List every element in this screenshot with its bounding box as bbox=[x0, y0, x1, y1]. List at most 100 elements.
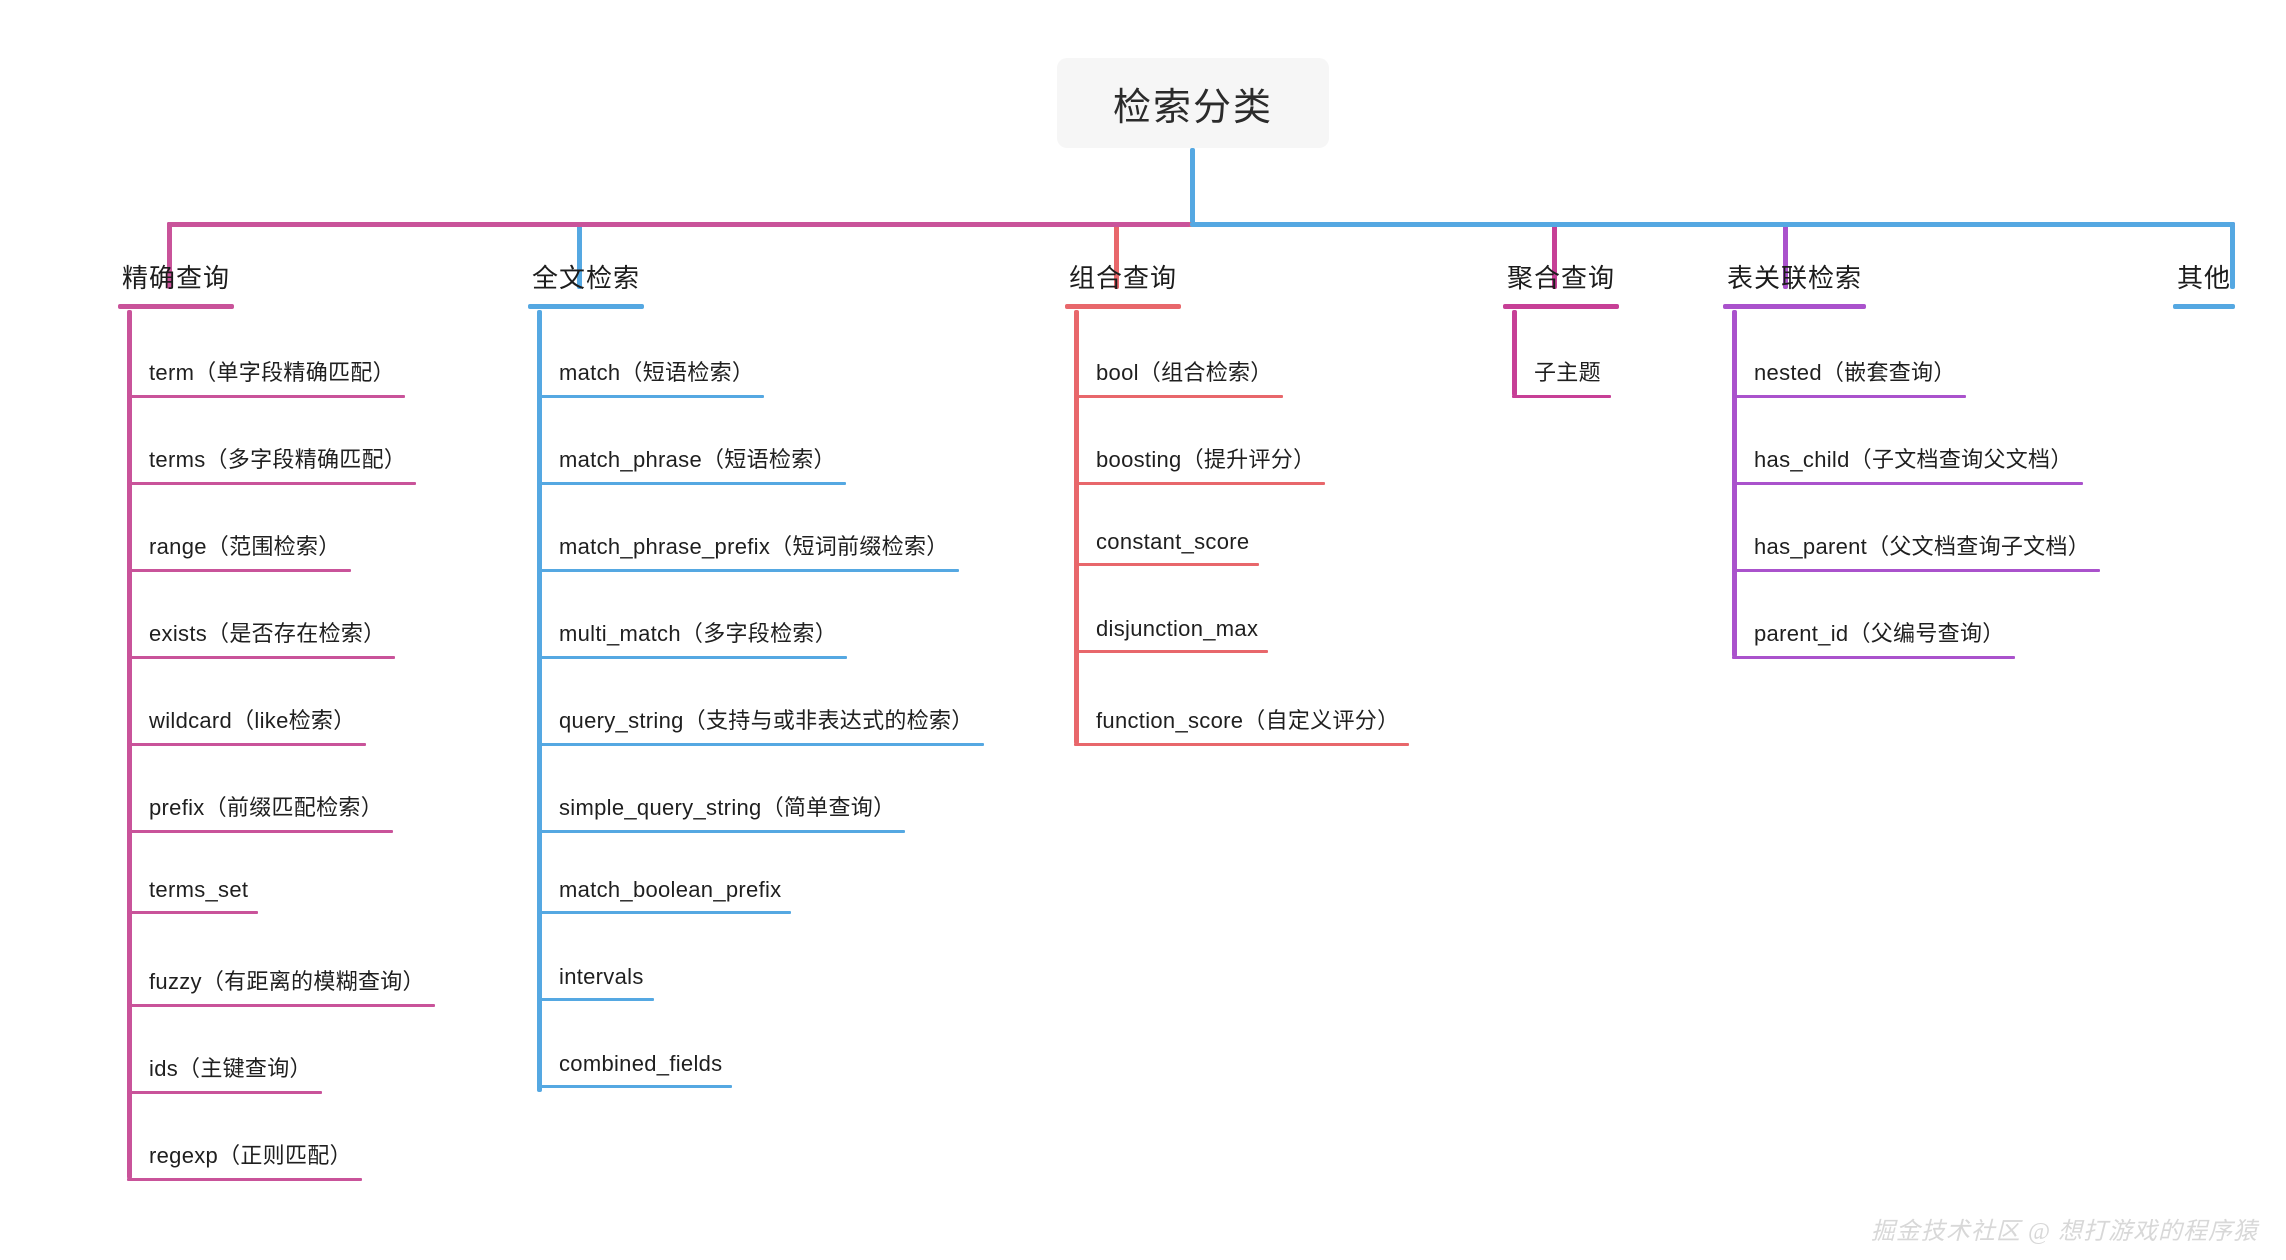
branch-underline bbox=[118, 304, 235, 309]
leaf-node[interactable]: multi_match（多字段检索） bbox=[537, 616, 847, 659]
leaf-underline bbox=[537, 743, 984, 746]
leaf-node[interactable]: terms_set bbox=[127, 877, 259, 914]
leaf-underline bbox=[127, 656, 396, 659]
leaf-underline bbox=[1732, 656, 2015, 659]
leaf-node[interactable]: regexp（正则匹配） bbox=[127, 1138, 362, 1181]
leaf-node[interactable]: boosting（提升评分） bbox=[1074, 442, 1326, 485]
leaf-node[interactable]: parent_id（父编号查询） bbox=[1732, 616, 2015, 659]
branch-header-6[interactable]: 其他 bbox=[2173, 258, 2236, 309]
leaf-underline bbox=[1732, 482, 2083, 485]
branch-header-4[interactable]: 聚合查询 bbox=[1503, 258, 1620, 309]
watermark: 掘金技术社区 @ 想打游戏的程序猿 bbox=[1870, 1219, 2258, 1245]
leaf-label: match（短语检索） bbox=[559, 360, 755, 385]
branch-drop-6 bbox=[2230, 222, 2236, 289]
leaf-node[interactable]: disjunction_max bbox=[1074, 616, 1269, 653]
leaf-underline bbox=[537, 656, 847, 659]
leaf-underline bbox=[537, 395, 765, 398]
leaf-node[interactable]: constant_score bbox=[1074, 529, 1260, 566]
leaf-node[interactable]: exists（是否存在检索） bbox=[127, 616, 396, 659]
leaf-label: regexp（正则匹配） bbox=[149, 1143, 352, 1168]
leaf-underline bbox=[127, 830, 393, 833]
leaf-label: exists（是否存在检索） bbox=[149, 621, 386, 646]
leaf-label: range（范围检索） bbox=[149, 534, 341, 559]
leaf-underline bbox=[1512, 395, 1611, 398]
leaf-underline bbox=[537, 911, 792, 914]
leaf-underline bbox=[1732, 569, 2101, 572]
root-node-label: 检索分类 bbox=[1112, 86, 1273, 129]
leaf-underline bbox=[127, 569, 351, 572]
leaf-node[interactable]: match_phrase_prefix（短词前缀检索） bbox=[537, 529, 959, 572]
leaf-node[interactable]: has_parent（父文档查询子文档） bbox=[1732, 529, 2101, 572]
leaf-label: multi_match（多字段检索） bbox=[559, 621, 837, 646]
leaf-label: terms（多字段精确匹配） bbox=[149, 447, 407, 472]
leaf-label: nested（嵌套查询） bbox=[1754, 360, 1956, 385]
leaf-underline bbox=[127, 743, 366, 746]
branch-label: 精确查询 bbox=[122, 263, 231, 293]
leaf-label: terms_set bbox=[149, 877, 249, 902]
leaf-trunk-4 bbox=[1512, 310, 1517, 396]
leaf-label: simple_query_string（简单查询） bbox=[559, 795, 896, 820]
leaf-label: intervals bbox=[559, 964, 644, 989]
leaf-node[interactable]: combined_fields bbox=[537, 1051, 733, 1088]
leaf-label: ids（主键查询） bbox=[149, 1056, 312, 1081]
leaf-label: function_score（自定义评分） bbox=[1096, 708, 1400, 733]
leaf-node[interactable]: match（短语检索） bbox=[537, 355, 765, 398]
leaf-node[interactable]: prefix（前缀匹配检索） bbox=[127, 790, 393, 833]
leaf-underline bbox=[1732, 395, 1966, 398]
leaf-label: boosting（提升评分） bbox=[1096, 447, 1316, 472]
leaf-label: query_string（支持与或非表达式的检索） bbox=[559, 708, 974, 733]
leaf-trunk-2 bbox=[537, 310, 542, 1092]
leaf-underline bbox=[537, 1085, 733, 1088]
branch-header-3[interactable]: 组合查询 bbox=[1065, 258, 1182, 309]
leaf-label: constant_score bbox=[1096, 529, 1250, 554]
leaf-node[interactable]: match_phrase（短语检索） bbox=[537, 442, 846, 485]
leaf-node[interactable]: query_string（支持与或非表达式的检索） bbox=[537, 703, 984, 746]
leaf-underline bbox=[127, 1178, 362, 1181]
leaf-node[interactable]: intervals bbox=[537, 964, 654, 1001]
leaf-label: fuzzy（有距离的模糊查询） bbox=[149, 969, 425, 994]
leaf-underline bbox=[127, 482, 417, 485]
branch-label: 组合查询 bbox=[1069, 263, 1178, 293]
leaf-node[interactable]: fuzzy（有距离的模糊查询） bbox=[127, 964, 435, 1007]
branch-header-2[interactable]: 全文检索 bbox=[528, 258, 645, 309]
leaf-node[interactable]: range（范围检索） bbox=[127, 529, 351, 572]
branch-underline bbox=[1065, 304, 1182, 309]
leaf-label: match_phrase_prefix（短词前缀检索） bbox=[559, 534, 949, 559]
leaf-node[interactable]: ids（主键查询） bbox=[127, 1051, 322, 1094]
branch-header-1[interactable]: 精确查询 bbox=[118, 258, 235, 309]
leaf-label: match_phrase（短语检索） bbox=[559, 447, 836, 472]
leaf-label: has_parent（父文档查询子文档） bbox=[1754, 534, 2091, 559]
leaf-node[interactable]: terms（多字段精确匹配） bbox=[127, 442, 417, 485]
leaf-label: match_boolean_prefix bbox=[559, 877, 782, 902]
branch-header-5[interactable]: 表关联检索 bbox=[1723, 258, 1867, 309]
leaf-node[interactable]: function_score（自定义评分） bbox=[1074, 703, 1410, 746]
bus-accent-1 bbox=[167, 222, 1190, 227]
leaf-node[interactable]: has_child（子文档查询父文档） bbox=[1732, 442, 2083, 485]
branch-drop-2 bbox=[577, 222, 582, 289]
root-node[interactable]: 检索分类 bbox=[1057, 58, 1329, 148]
leaf-underline bbox=[537, 569, 959, 572]
leaf-underline bbox=[1074, 395, 1283, 398]
branch-label: 全文检索 bbox=[532, 263, 641, 293]
leaf-node[interactable]: wildcard（like检索） bbox=[127, 703, 366, 746]
leaf-node[interactable]: 子主题 bbox=[1512, 355, 1611, 398]
leaf-node[interactable]: bool（组合检索） bbox=[1074, 355, 1283, 398]
branch-label: 表关联检索 bbox=[1727, 263, 1863, 293]
leaf-underline bbox=[1074, 743, 1410, 746]
leaf-underline bbox=[127, 1004, 435, 1007]
leaf-label: term（单字段精确匹配） bbox=[149, 360, 395, 385]
branch-drop-3 bbox=[1114, 222, 1119, 289]
leaf-label: prefix（前缀匹配检索） bbox=[149, 795, 383, 820]
leaf-node[interactable]: term（单字段精确匹配） bbox=[127, 355, 405, 398]
branch-drop-4 bbox=[1552, 222, 1557, 289]
leaf-node[interactable]: nested（嵌套查询） bbox=[1732, 355, 1966, 398]
branch-underline bbox=[528, 304, 645, 309]
branch-underline bbox=[2173, 304, 2236, 309]
leaf-underline bbox=[537, 830, 906, 833]
leaf-node[interactable]: match_boolean_prefix bbox=[537, 877, 792, 914]
leaf-node[interactable]: simple_query_string（简单查询） bbox=[537, 790, 906, 833]
bus-segment-right bbox=[1190, 222, 2236, 227]
root-stem bbox=[1190, 148, 1195, 227]
leaf-trunk-3 bbox=[1074, 310, 1079, 744]
